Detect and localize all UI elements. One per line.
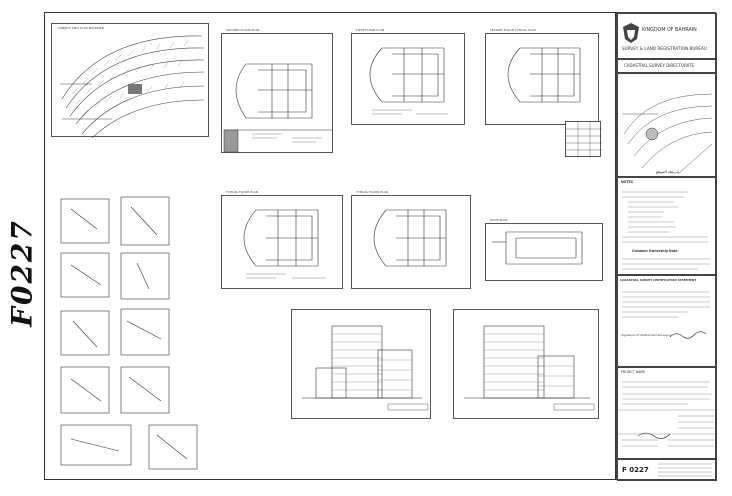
typical-floor-drawing-2 (373, 209, 447, 267)
common-ownership-lines (622, 258, 710, 270)
first-floor-panel: FIRST FLOOR PLAN (351, 29, 465, 125)
common-ownership-heading: Common Ownership Note (632, 249, 678, 253)
block-plan-panel: SUBJECT UNIT PLAN BOUNDED (51, 23, 209, 139)
elevation-panel-1 (291, 309, 431, 419)
project-heading: PROJECT NAME (621, 370, 646, 374)
typical-floor-title-1: TYPICAL FLOOR PLAN (226, 190, 259, 194)
elevation-drawing-1 (302, 325, 429, 411)
certification-lines (622, 291, 710, 318)
second-floor-drawing (507, 47, 581, 103)
elevation-drawing-2 (464, 325, 595, 411)
handwritten-number-text: F0227 (5, 219, 39, 327)
certification-box: CADASTRAL SURVEY CERTIFICATION STATEMENT… (617, 275, 717, 367)
ground-floor-title: GROUND FLOOR PLAN (226, 28, 260, 32)
signature-label: Signature of Authorized Surveyor (621, 333, 671, 337)
roof-plan-title: ROOF PLAN (490, 218, 508, 222)
handwritten-drawing-number: F0227 (2, 218, 42, 328)
drawing-sheet: SUBJECT UNIT PLAN BOUNDED GROUND FLOOR P… (44, 12, 616, 480)
bureau-title: SURVEY & LAND REGISTRATION BUREAU (622, 46, 707, 51)
location-map: خريطة الموقع (617, 73, 717, 177)
typical-floor-panel-1: TYPICAL FLOOR PLAN (221, 191, 343, 289)
typical-floor-title-2: TYPICAL FLOOR PLAN (356, 190, 389, 194)
project-box: PROJECT NAME (617, 367, 718, 459)
notes-heading: NOTES (621, 180, 634, 184)
directorate-box: CADASTRAL SURVEY DIRECTORATE (617, 59, 717, 73)
ground-floor-drawing (223, 63, 332, 153)
signature-scribble (669, 331, 707, 339)
elevation-panel-2 (453, 309, 599, 419)
first-floor-drawing (369, 47, 448, 115)
drawing-code-box: F 0227 (617, 459, 717, 481)
block-plan-drawing (60, 35, 205, 139)
kingdom-title: KINGDOM OF BAHRAIN (642, 28, 697, 33)
bahrain-emblem-icon (623, 23, 639, 43)
notes-lines (622, 191, 708, 243)
area-table-grid (566, 122, 602, 158)
area-table (565, 121, 602, 158)
second-floor-title: SECOND FLOOR TYPICAL PLAN (490, 28, 536, 32)
certification-heading: CADASTRAL SURVEY CERTIFICATION STATEMENT (620, 278, 697, 282)
title-block: KINGDOM OF BAHRAIN SURVEY & LAND REGISTR… (616, 12, 718, 481)
plot-sketch-grid (60, 196, 198, 470)
project-lines (618, 381, 718, 447)
location-map-drawing (622, 93, 713, 175)
roof-plan-panel: ROOF PLAN (485, 219, 603, 281)
typical-floor-panel-2: TYPICAL FLOOR PLAN (351, 191, 471, 289)
block-plan-title: SUBJECT UNIT PLAN BOUNDED (58, 26, 105, 30)
directorate-title: CADASTRAL SURVEY DIRECTORATE (624, 63, 695, 68)
header-box: KINGDOM OF BAHRAIN SURVEY & LAND REGISTR… (617, 13, 717, 59)
typical-floor-drawing-1 (243, 209, 326, 279)
drawing-code: F 0227 (622, 466, 649, 474)
roof-plan-drawing (492, 231, 583, 265)
second-floor-panel: SECOND FLOOR TYPICAL PLAN (485, 29, 599, 125)
notes-box: NOTES Common Ownership Note (617, 177, 717, 275)
ground-floor-panel: GROUND FLOOR PLAN (221, 29, 333, 153)
drawing-code-lines (658, 463, 712, 477)
first-floor-title: FIRST FLOOR PLAN (356, 28, 385, 32)
location-label: خريطة الموقع (656, 169, 680, 174)
